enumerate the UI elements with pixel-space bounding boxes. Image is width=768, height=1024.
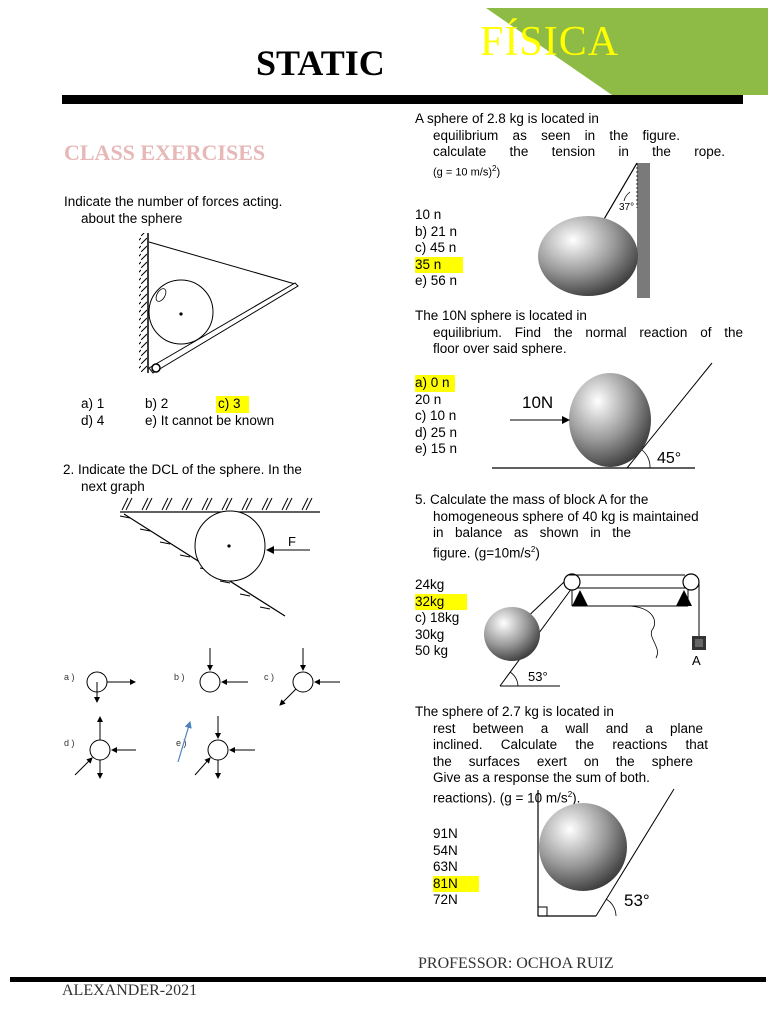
footer-divider [10, 977, 766, 982]
q3-text: A sphere of 2.8 kg is located in equilib… [415, 111, 725, 181]
q3-answer-1[interactable]: 10 n [415, 207, 442, 222]
q3-line3: calculate the tension in the rope. [433, 144, 725, 159]
q5-answer-3[interactable]: c) 18kg [415, 610, 460, 625]
q4-line2: equilibrium. Find the normal reaction of… [433, 324, 743, 340]
q6-line4: the surfaces exert on the sphere [433, 753, 693, 769]
q2-option-a[interactable] [86, 671, 136, 703]
q6-figure: 53° [537, 788, 675, 917]
header-divider [62, 95, 743, 104]
q1-answer-b[interactable]: b) 2 [145, 396, 169, 411]
q5-answer-4[interactable]: 30kg [415, 626, 445, 642]
q1-figure [139, 233, 299, 374]
q2-force-label: F [288, 534, 296, 549]
q4-answer-1[interactable]: a) 0 n [415, 375, 455, 392]
q4-figure: 45° 10N [492, 362, 713, 469]
q2-line1: 2. Indicate the DCL of the sphere. In th… [63, 462, 302, 477]
q3-answers: 10 n b) 21 n c) 45 n 35 n e) 56 n [415, 207, 463, 290]
q6-line6-end: ). [572, 790, 581, 805]
q6-answer-2[interactable]: 54N [433, 842, 458, 858]
q4-answer-3[interactable]: c) 10 n [415, 408, 457, 423]
q4-answer-5[interactable]: e) 15 n [415, 441, 458, 456]
author-credit: ALEXANDER-2021 [62, 982, 198, 999]
q6-line6-sup: 2 [567, 789, 573, 799]
q4-answer-4[interactable]: d) 25 n [415, 424, 458, 440]
q6-answer-1[interactable]: 91N [433, 826, 458, 841]
q2-option-b[interactable] [199, 648, 248, 693]
q6-angle: 53° [624, 891, 650, 910]
q2-figure: F [119, 497, 320, 617]
q5-line2: homogeneous sphere of 40 kg is maintaine… [433, 508, 699, 524]
q6-line5: Give as a response the sum of both. [433, 770, 650, 785]
q5-block-label: A [692, 653, 701, 668]
q2-option-label-a: a ) [64, 672, 75, 682]
q6-answer-5[interactable]: 72N [433, 892, 458, 907]
q3-angle: 37° [619, 202, 634, 213]
q2-options-figure[interactable] [60, 640, 350, 790]
q1-line2: about the sphere [81, 210, 183, 226]
q2-option-label-e: e ) [176, 738, 187, 748]
q2-option-e[interactable] [177, 716, 255, 779]
q4-answers: a) 0 n 20 n c) 10 n d) 25 n e) 15 n [415, 375, 457, 458]
q6-answers: 91N 54N 63N 81N 72N [433, 826, 479, 909]
q2-line2: next graph [81, 478, 145, 494]
q6-answer-4[interactable]: 81N [433, 875, 479, 892]
header-banner [486, 8, 768, 95]
q5-line3: in balance as shown in the [433, 525, 631, 540]
q3-answer-4[interactable]: 35 n [415, 256, 463, 273]
q3-line2: equilibrium as seen in the figure. [433, 127, 680, 143]
q5-line1: 5. Calculate the mass of block A for the [415, 492, 649, 507]
q1-answers: a) 1 b) 2 c) 3 d) 4 e) It cannot be know… [81, 396, 311, 432]
q2-option-c[interactable] [279, 648, 340, 706]
q1-text: Indicate the number of forces acting. ab… [64, 194, 282, 227]
q1-answer-e[interactable]: e) It cannot be known [145, 413, 275, 428]
q5-line4: figure. (g=10m/s [433, 545, 531, 560]
q3-line1: A sphere of 2.8 kg is located in [415, 111, 599, 126]
q5-text: 5. Calculate the mass of block A for the… [415, 492, 745, 562]
q5-line4-end: ) [535, 545, 540, 560]
page-title: STATIC [256, 43, 385, 83]
q2-option-label-b: b ) [174, 672, 185, 682]
q5-figure: A 53° [484, 573, 706, 687]
q5-angle: 53° [528, 669, 548, 684]
q4-angle: 45° [657, 450, 681, 467]
q3-answer-3[interactable]: c) 45 n [415, 240, 457, 255]
q5-answers: 24kg 32kg c) 18kg 30kg 50 kg [415, 577, 467, 660]
q3-answer-5[interactable]: e) 56 n [415, 273, 458, 288]
q2-option-label-c: c ) [264, 672, 274, 682]
q6-answer-3[interactable]: 63N [433, 859, 458, 874]
q1-answer-c[interactable]: c) 3 [216, 396, 249, 413]
q2-text: 2. Indicate the DCL of the sphere. In th… [63, 462, 302, 495]
q6-line6: reactions). (g = 10 m/s [433, 790, 568, 805]
q6-line3: inclined. Calculate the reactions that [433, 737, 708, 752]
q5-answer-5[interactable]: 50 kg [415, 643, 449, 658]
q3-answer-2[interactable]: b) 21 n [415, 223, 458, 239]
section-heading: CLASS EXERCISES [64, 140, 266, 165]
q1-answer-a[interactable]: a) 1 [81, 396, 105, 411]
q3-figure: 37° [538, 162, 650, 298]
q6-text: The sphere of 2.7 kg is located in rest … [415, 704, 715, 807]
q4-line3: floor over said sphere. [433, 341, 567, 356]
q5-line4-sup: 2 [530, 544, 536, 554]
q4-text: The 10N sphere is located in equilibrium… [415, 308, 745, 358]
q5-answer-1[interactable]: 24kg [415, 577, 445, 592]
q4-force: 10N [522, 393, 553, 412]
q1-line1: Indicate the number of forces acting. [64, 194, 283, 209]
q2-option-label-d: d ) [64, 738, 75, 748]
subject-title: FÍSICA [480, 19, 620, 65]
q6-line2: rest between a wall and a plane [433, 720, 703, 736]
q4-answer-2[interactable]: 20 n [415, 391, 442, 407]
q6-line1: The sphere of 2.7 kg is located in [415, 704, 614, 719]
q5-answer-2[interactable]: 32kg [415, 593, 467, 610]
q3-line4: (g = 10 m/s)2) [433, 163, 501, 179]
professor-credit: PROFESSOR: OCHOA RUIZ [418, 955, 614, 972]
q4-line1: The 10N sphere is located in [415, 308, 587, 323]
q1-answer-d[interactable]: d) 4 [81, 413, 105, 428]
q2-option-d[interactable] [74, 716, 136, 779]
